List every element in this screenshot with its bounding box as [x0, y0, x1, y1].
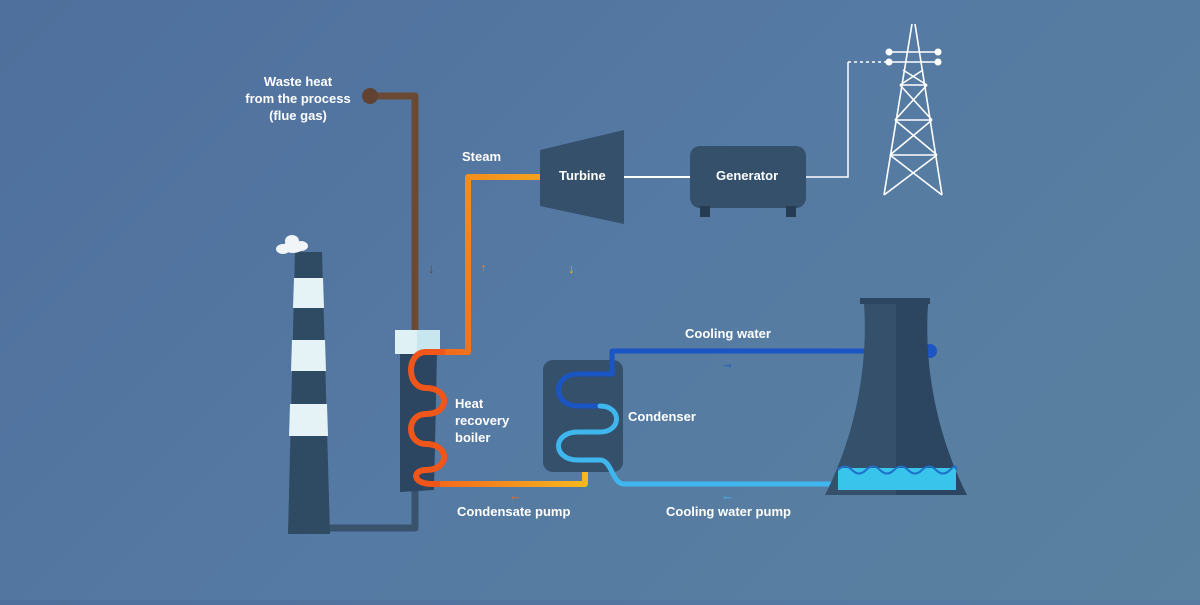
condenser-label: Condenser [628, 409, 696, 424]
cooling-water-pump-label: Cooling water pump [666, 504, 791, 519]
waste-heat-label-line3: (flue gas) [269, 108, 327, 123]
flue-down-arrow-icon: ↓ [428, 261, 435, 276]
steam-label: Steam [462, 149, 502, 164]
transmission-tower [883, 23, 943, 196]
waste-heat-label-line1: Waste heat [263, 74, 333, 89]
generator [690, 146, 806, 217]
steam-pipe [445, 174, 543, 355]
condenser [543, 360, 623, 472]
flue-return-pipe [312, 486, 419, 532]
exhaust-down-arrow-icon: ↓ [568, 261, 575, 276]
steam-up-arrow-icon: ↑ [480, 260, 487, 275]
chimney-stack [276, 235, 330, 534]
tower-insulators [885, 48, 942, 66]
waste-heat-label-line2: from the process [245, 91, 351, 106]
cooling-return-pipe [556, 403, 848, 487]
generator-label: Generator [716, 168, 779, 183]
cooling-right-arrow-icon: → [721, 356, 734, 371]
turbine [540, 130, 624, 224]
heat-recovery-label-line2: recovery [455, 413, 510, 428]
condensate-pump-label: Condensate pump [457, 504, 571, 519]
power-line [806, 62, 849, 178]
turbine-label: Turbine [559, 168, 606, 183]
cooling-tower [825, 298, 967, 495]
pump-left-arrow-icon: ← [721, 488, 734, 503]
flue-gas-pipe [362, 88, 419, 330]
condensate-left-arrow-icon: ← [509, 488, 522, 503]
heat-recovery-boiler-label: Heat recovery boiler [455, 395, 509, 446]
cooling-water-label: Cooling water [685, 326, 771, 341]
heat-recovery-label-line3: boiler [455, 430, 491, 445]
waste-heat-label: Waste heat from the process (flue gas) [238, 73, 358, 124]
cooling-water-pipe [556, 348, 933, 409]
heat-recovery-label-line1: Heat [455, 396, 484, 411]
boiler-coil [408, 349, 448, 487]
